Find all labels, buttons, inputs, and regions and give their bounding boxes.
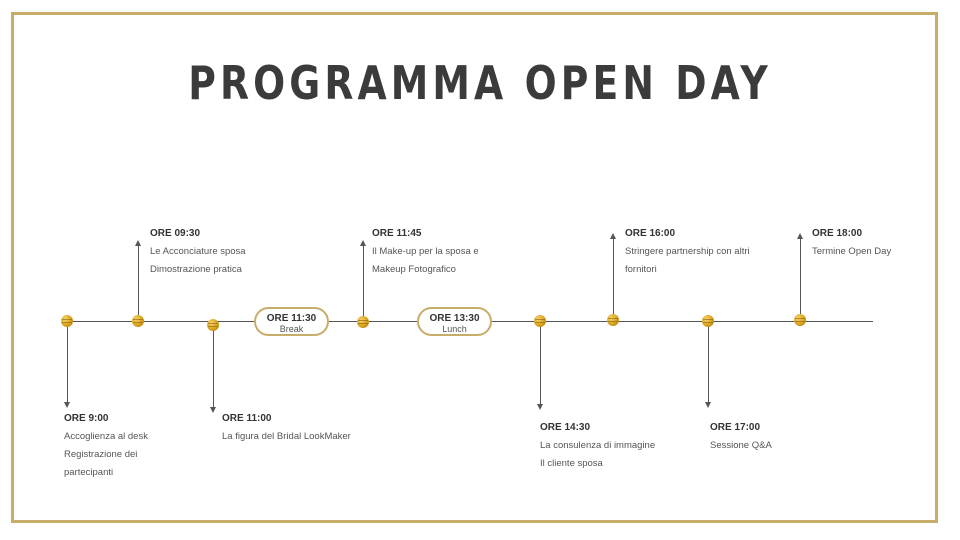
page-title: PROGRAMMA OPEN DAY xyxy=(188,56,772,110)
break-pill: ORE 11:30 Break xyxy=(254,307,329,336)
connector-up xyxy=(797,233,803,314)
event-time: ORE 11:45 xyxy=(372,228,422,239)
event-line: Makeup Fotografico xyxy=(372,264,456,275)
connector-down xyxy=(705,327,711,408)
event-time: ORE 11:00 xyxy=(222,413,272,424)
event-label: ORE 11:00 La figura del Bridal LookMaker xyxy=(222,410,351,446)
timeline-marker xyxy=(61,315,73,327)
break-label: Break xyxy=(279,324,304,334)
event-time: ORE 9:00 xyxy=(64,413,109,424)
event-line: Registrazione dei xyxy=(64,449,138,460)
event-time: ORE 18:00 xyxy=(812,228,863,239)
event-line: Sessione Q&A xyxy=(710,440,772,451)
event-line: Stringere partnership con altri xyxy=(625,246,750,257)
event-label: ORE 18:00 Termine Open Day xyxy=(812,225,891,261)
event-label: ORE 14:30 La consulenza di immagine Il c… xyxy=(540,419,655,473)
timeline-marker xyxy=(702,315,714,327)
event-label: ORE 17:00 Sessione Q&A xyxy=(710,419,772,455)
event-label: ORE 09:30 Le Acconciature sposa Dimostra… xyxy=(150,225,246,279)
lunch-time: ORE 13:30 xyxy=(429,313,480,324)
event-line: Le Acconciature sposa xyxy=(150,246,246,257)
event-line: fornitori xyxy=(625,264,657,275)
event-line: La consulenza di immagine xyxy=(540,440,656,451)
connector-up xyxy=(135,240,141,315)
event-line: Il Make-up per la sposa e xyxy=(372,246,479,257)
timeline-marker xyxy=(207,319,219,331)
break-time: ORE 11:30 xyxy=(266,313,317,324)
timeline-marker xyxy=(607,314,619,326)
event-time: ORE 17:00 xyxy=(710,422,761,433)
timeline-marker xyxy=(357,316,369,328)
event-line: partecipanti xyxy=(64,467,114,478)
event-line: La figura del Bridal LookMaker xyxy=(222,431,351,442)
event-time: ORE 16:00 xyxy=(625,228,676,239)
timeline-marker xyxy=(794,314,806,326)
event-time: ORE 14:30 xyxy=(540,422,591,433)
event-time: ORE 09:30 xyxy=(150,228,201,239)
timeline-marker xyxy=(132,315,144,327)
connector-down xyxy=(537,327,543,410)
connector-up xyxy=(610,233,616,314)
slide-frame xyxy=(11,12,938,523)
lunch-label: Lunch xyxy=(442,324,467,334)
connector-up xyxy=(360,240,366,316)
event-label: ORE 16:00 Stringere partnership con altr… xyxy=(625,225,750,279)
event-line: Il cliente sposa xyxy=(540,458,603,469)
event-line: Termine Open Day xyxy=(812,246,892,257)
event-label: ORE 11:45 Il Make-up per la sposa e Make… xyxy=(372,225,479,279)
event-line: Dimostrazione pratica xyxy=(150,264,242,275)
event-line: Accoglienza al desk xyxy=(64,431,148,442)
event-label: ORE 9:00 Accoglienza al desk Registrazio… xyxy=(64,410,148,482)
connector-down xyxy=(64,327,70,408)
timeline-marker xyxy=(534,315,546,327)
connector-down xyxy=(210,331,216,413)
lunch-pill: ORE 13:30 Lunch xyxy=(417,307,492,336)
